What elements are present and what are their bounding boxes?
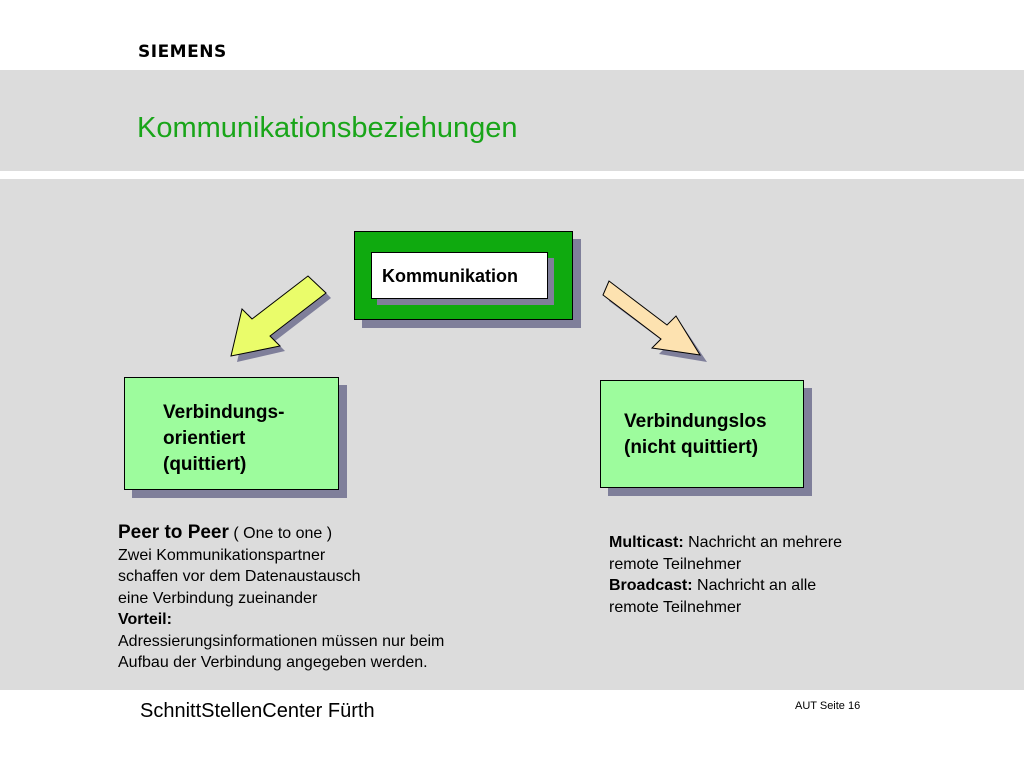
peer-to-peer-suffix: ( One to one ) (228, 525, 333, 542)
root-node-inner (371, 252, 548, 299)
title-band (0, 70, 1024, 171)
multicast-text-2: remote Teilnehmer (609, 555, 742, 573)
left-node-line: Verbindungs- (163, 402, 285, 423)
broadcast-text-2: remote Teilnehmer (609, 598, 742, 616)
advantage-line: Adressierungsinformationen müssen nur be… (118, 632, 445, 650)
multicast-text: Nachricht an mehrere (683, 534, 842, 551)
footer-organization: SchnittStellenCenter Fürth (140, 700, 375, 722)
left-note-line: Zwei Kommunikationspartner (118, 546, 326, 564)
root-node-label: Kommunikation (382, 266, 519, 286)
right-arrow-icon (602, 280, 701, 356)
right-node-line: (nicht quittiert) (624, 437, 759, 458)
right-note: Multicast: Nachricht an mehrere remote T… (609, 532, 842, 618)
broadcast-label: Broadcast: (609, 577, 693, 594)
left-node-line: orientiert (163, 428, 246, 449)
right-node-text: Verbindungslos (nicht quittiert) (624, 409, 767, 461)
left-arrow-icon (230, 275, 327, 357)
right-node (600, 380, 804, 488)
page-title: Kommunikationsbeziehungen (137, 112, 518, 144)
broadcast-text: Nachricht an alle (692, 577, 817, 594)
left-note-line: eine Verbindung zueinander (118, 589, 318, 607)
advantage-line: Aufbau der Verbindung angegeben werden. (118, 654, 428, 671)
peer-to-peer-label: Peer to Peer (118, 522, 229, 543)
footer-page-number: AUT Seite 16 (795, 700, 861, 712)
right-node-line: Verbindungslos (624, 411, 767, 432)
left-node-text: Verbindungs- orientiert (quittiert) (163, 400, 284, 478)
peer-to-peer-heading: Peer to Peer ( One to one ) (118, 522, 444, 545)
advantage-label: Vorteil: (118, 611, 172, 628)
left-note: Peer to Peer ( One to one ) Zwei Kommuni… (118, 522, 444, 674)
left-node-line: (quittiert) (163, 454, 247, 475)
multicast-label: Multicast: (609, 534, 684, 551)
left-note-line: schaffen vor dem Datenaustausch (118, 568, 361, 585)
left-node (124, 377, 339, 490)
siemens-logo: SIEMENS (138, 42, 227, 62)
